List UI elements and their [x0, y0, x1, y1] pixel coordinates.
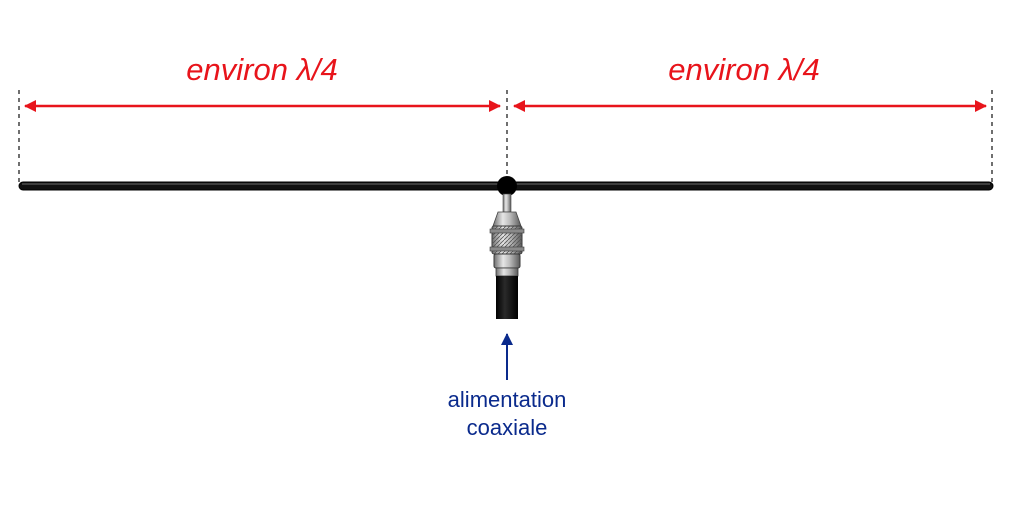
- feed-label-line1: alimentation: [447, 387, 567, 412]
- feed-label-line2: coaxiale: [466, 415, 548, 440]
- connector-pin: [502, 193, 512, 213]
- dipole-element-left: [18, 181, 508, 191]
- connector-neck: [492, 211, 522, 227]
- dimension-label-left: environ λ/4: [186, 52, 338, 87]
- dipole-element-right: [506, 181, 994, 191]
- feed-point: [497, 176, 517, 196]
- dimension-label-right: environ λ/4: [668, 52, 820, 87]
- feed-label: alimentation coaxiale: [448, 386, 567, 442]
- coaxial-cable: [496, 276, 518, 319]
- coaxial-connector: [489, 225, 525, 277]
